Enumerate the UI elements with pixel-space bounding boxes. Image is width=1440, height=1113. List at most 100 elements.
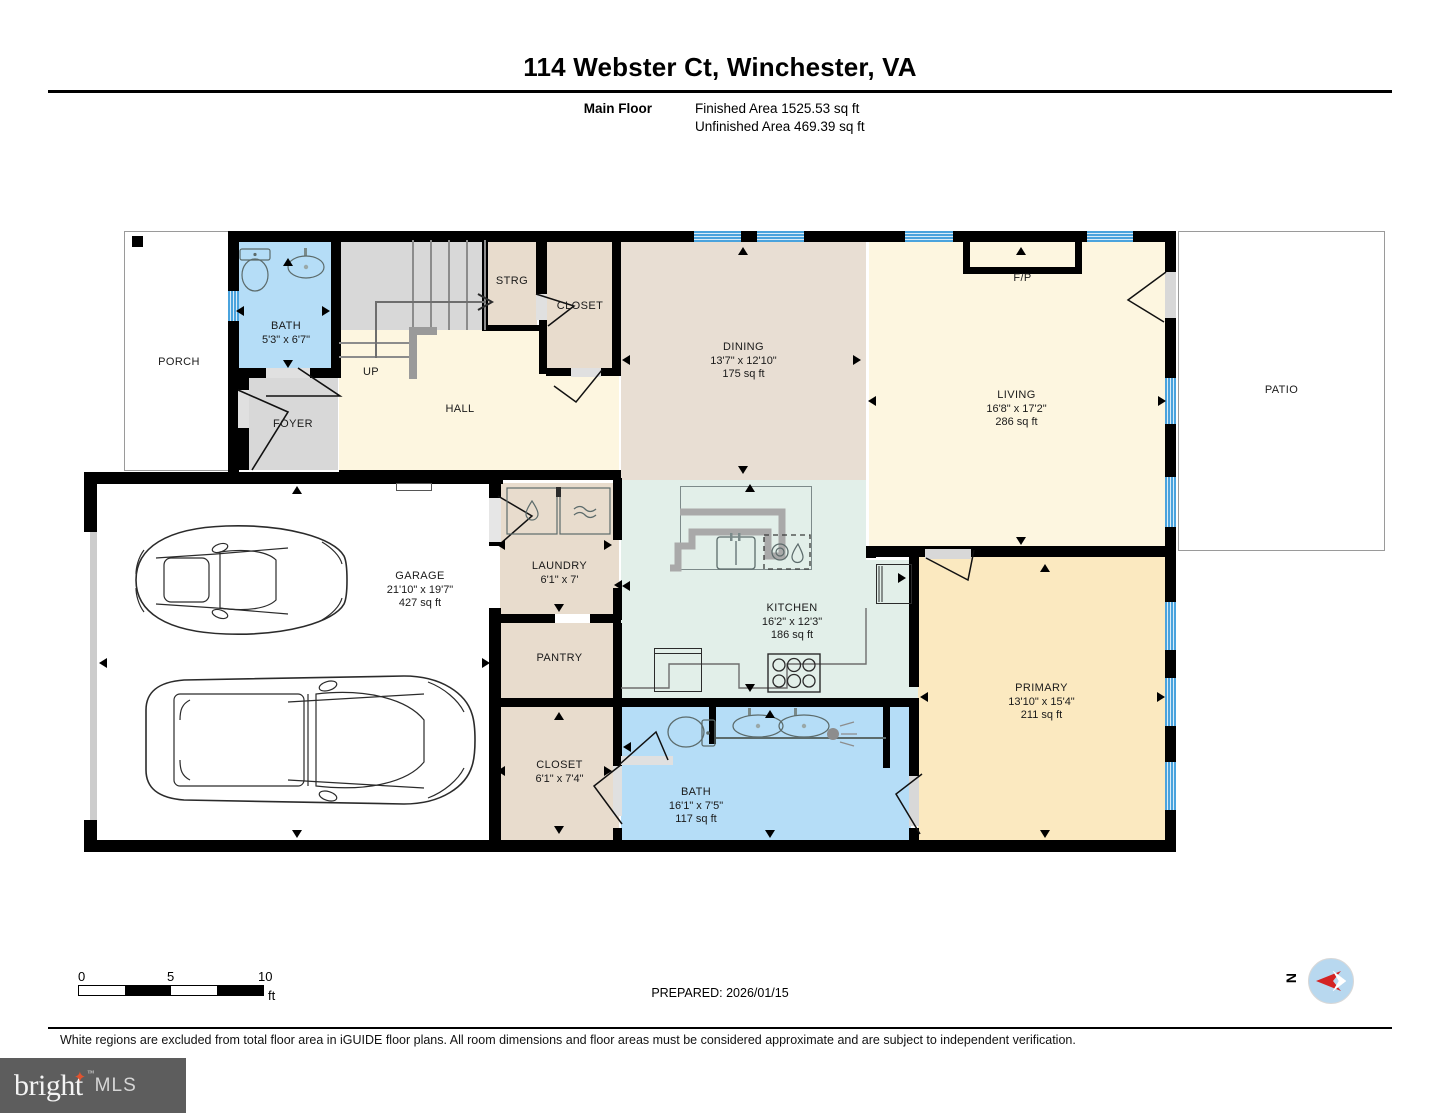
door-bath-closet-threshold	[613, 766, 622, 816]
sink-half-bath	[287, 248, 325, 279]
dim-arrow-garage-bottom	[292, 830, 302, 838]
dim-arrow-living-bottom	[1016, 537, 1026, 545]
wall-closet-entry-bottom	[546, 368, 572, 376]
window-primary-right-3	[1165, 762, 1176, 810]
car-top	[135, 525, 348, 635]
wall-pantry-bottom	[497, 698, 622, 707]
door-swing-bath-toilet	[619, 730, 669, 765]
door-swing-strg	[535, 293, 576, 327]
wall-garage-left	[84, 472, 97, 532]
dim-arrow-garage-left	[99, 658, 107, 668]
door-swing-primary	[925, 549, 975, 582]
wall-laundry-right	[613, 478, 622, 540]
fireplace-box-left	[963, 242, 970, 274]
brand-name: bright ✦ ™	[14, 1068, 94, 1103]
wall-kitchen-bottom	[621, 698, 913, 707]
dim-arrow-closet-bed-top	[554, 712, 564, 720]
room-fill-foyer	[248, 378, 338, 470]
room-patio	[1178, 231, 1385, 551]
dim-arrow-bath-main-bottom	[765, 830, 775, 838]
dim-arrow-dining-right	[853, 355, 861, 365]
brightmls-logo: bright ✦ ™ MLS	[0, 1058, 186, 1113]
dim-arrow-laundry-bottom	[554, 604, 564, 612]
dim-arrow-primary-left	[920, 692, 928, 702]
door-bath-half-threshold	[266, 368, 310, 378]
window-primary-right-1	[1165, 602, 1176, 650]
room-fill-strg	[487, 240, 537, 330]
page-title: 114 Webster Ct, Winchester, VA	[523, 52, 917, 82]
wall-laundry-bottom	[500, 614, 555, 623]
dim-arrow-living-right	[1158, 396, 1166, 406]
brand-name-text: bright	[14, 1068, 83, 1102]
scale-bar	[78, 985, 264, 996]
room-fill-kitchen	[621, 480, 866, 698]
brand-star-icon: ✦	[73, 1069, 87, 1086]
door-swing-bath-half	[266, 367, 343, 397]
wall-porch-right-lower	[228, 378, 239, 478]
stair-newel-inner	[417, 335, 437, 379]
scale-seg-4	[217, 986, 263, 995]
dim-arrow-bath-half-bottom	[283, 360, 293, 368]
footer-divider	[48, 1027, 1392, 1029]
window-bath-half-left	[228, 291, 239, 321]
wall-laundry-bottom-2	[590, 614, 621, 623]
wall-bath-right-partition	[883, 706, 890, 768]
garage-opener	[396, 483, 432, 491]
dim-arrow-dining-bottom	[738, 466, 748, 474]
door-swing-bath-primary	[895, 773, 923, 835]
scale-seg-1	[79, 986, 125, 995]
wall-strg-right	[536, 236, 547, 296]
wall-exterior-bottom	[492, 840, 1176, 852]
door-swing-bath-closet	[592, 763, 623, 825]
scale-seg-3	[171, 986, 217, 995]
fireplace-box-bottom	[963, 267, 1082, 274]
dim-arrow-primary-bottom	[1040, 830, 1050, 838]
dim-arrow-garage-right	[482, 658, 490, 668]
door-foyer-threshold	[238, 390, 249, 428]
wall-bath-half-right	[331, 231, 341, 377]
dim-arrow-bath-half-right	[322, 306, 330, 316]
dim-arrow-closet-bed-left	[497, 766, 505, 776]
header-divider	[48, 90, 1392, 93]
dim-arrow-bath-main-left	[623, 742, 631, 752]
window-top-3	[905, 231, 953, 242]
wall-laundry-right-2	[613, 588, 622, 620]
wall-strg-bottom	[482, 325, 542, 331]
kitchen-lower-counter	[621, 608, 867, 689]
door-closet-entry-threshold	[571, 368, 601, 377]
door-primary-threshold	[925, 549, 971, 559]
door-bath-primary-threshold	[909, 776, 919, 826]
kitchen-right-appliance	[876, 564, 912, 604]
floor-area-summary: Main Floor Finished Area 1525.53 sq ft U…	[560, 101, 1080, 137]
door-strg-threshold	[536, 294, 547, 320]
dim-arrow-closet-bed-bottom	[554, 826, 564, 834]
door-swing-laundry	[497, 495, 534, 545]
garage-door-left	[90, 532, 97, 820]
disclaimer-text: White regions are excluded from total fl…	[60, 1033, 1076, 1047]
door-swing-patio	[1126, 271, 1167, 323]
fireplace-box-right	[1075, 242, 1082, 274]
wall-primary-left	[909, 557, 919, 687]
unfinished-area-text: Unfinished Area 469.39 sq ft	[695, 119, 865, 134]
room-fill-primary	[918, 554, 1165, 840]
dim-arrow-bath-main-top	[765, 710, 775, 718]
kitchen-sink	[716, 533, 756, 570]
wall-closet-entry-bottom2	[600, 368, 621, 376]
dim-arrow-garage-top	[292, 486, 302, 494]
dim-arrow-laundry-left2	[614, 580, 622, 590]
dim-arrow-dining-left	[622, 355, 630, 365]
wall-pantry-right	[613, 623, 622, 701]
room-fill-closet-entry	[546, 240, 619, 370]
door-laundry-threshold	[489, 498, 501, 542]
dim-arrow-kitchen-right	[898, 573, 906, 583]
wall-closet-entry-left	[539, 296, 547, 374]
dim-arrow-closet-bed-right	[604, 766, 612, 776]
fridge-outline	[654, 648, 702, 692]
compass-needle-icon	[1316, 970, 1347, 992]
dim-arrow-dining-top	[738, 247, 748, 255]
window-top-4	[1087, 231, 1133, 242]
wall-garage-right	[492, 472, 503, 484]
door-living-patio-threshold	[1165, 272, 1176, 318]
door-swing-foyer	[237, 389, 290, 471]
